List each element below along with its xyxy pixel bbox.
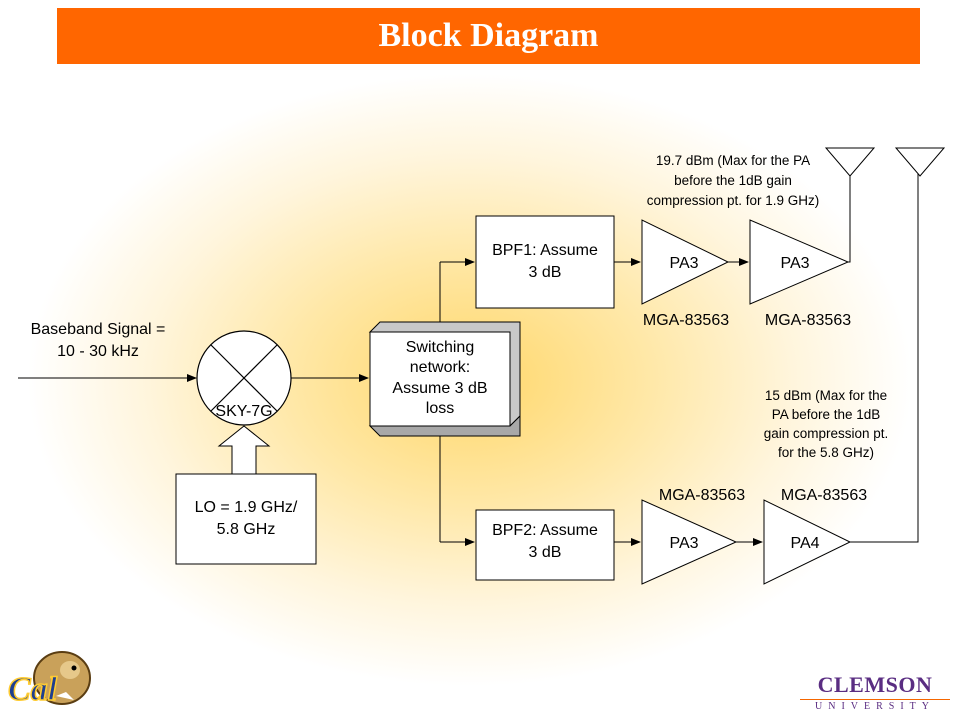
part-bot-1-label: MGA-83563 — [659, 487, 745, 504]
bpf1-box — [475, 215, 615, 309]
pa3-top-2-amplifier — [749, 219, 850, 305]
annotation-top-line2: before the 1dB gain — [674, 173, 792, 188]
pa3-bottom-amplifier — [641, 499, 738, 585]
annotation-top-line3: compression pt. for 1.9 GHz) — [647, 193, 820, 208]
baseband-label-line1: Baseband Signal = — [31, 321, 166, 338]
cal-logo-text: Cal — [8, 671, 58, 708]
bpf2-label-line1: BPF2: Assume — [492, 522, 598, 539]
bpf2-box — [475, 509, 615, 581]
bpf1-label-line2: 3 dB — [529, 264, 562, 281]
annotation-top-line1: 19.7 dBm (Max for the PA — [656, 153, 810, 168]
annotation-bottom-line1: 15 dBm (Max for the — [765, 388, 887, 403]
pa-top-2-label: PA3 — [780, 255, 809, 272]
clemson-name: CLEMSON — [817, 672, 933, 697]
pa-bot-1-label: PA3 — [669, 535, 698, 552]
switch-label-line3: Assume 3 dB — [392, 380, 487, 397]
cal-bear-logo: Cal — [7, 651, 91, 709]
clemson-university: UNIVERSITY — [800, 699, 950, 712]
lo-label-line1: LO = 1.9 GHz/ — [195, 499, 298, 516]
annotation-bottom-line3: gain compression pt. — [764, 426, 889, 441]
lo-label-line2: 5.8 GHz — [217, 521, 276, 538]
switch-label-line2: network: — [410, 359, 470, 376]
bpf1-label-line1: BPF1: Assume — [492, 242, 598, 259]
part-bot-2-label: MGA-83563 — [781, 487, 867, 504]
pa-bot-2-label: PA4 — [790, 535, 819, 552]
switching-network-box — [368, 321, 521, 437]
page-title: Block Diagram — [378, 17, 599, 54]
lo-box — [175, 473, 317, 565]
lo-up-arrow — [217, 425, 271, 475]
switch-label-line1: Switching — [406, 339, 474, 356]
pa-top-1-label: PA3 — [669, 255, 698, 272]
antenna-bottom-icon — [894, 147, 946, 177]
pa4-to-antenna-line — [850, 148, 919, 543]
annotation-bottom-line2: PA before the 1dB — [772, 407, 881, 422]
clemson-logo: CLEMSON UNIVERSITY — [800, 672, 950, 712]
annotation-bottom-line4: for the 5.8 GHz) — [778, 445, 874, 460]
antenna-top-icon — [824, 147, 876, 177]
pa4-bottom-amplifier — [763, 499, 852, 585]
part-top-1-label: MGA-83563 — [643, 312, 729, 329]
mixer-label: SKY-7G — [215, 403, 272, 420]
pa3-top-to-antenna-line — [848, 148, 851, 263]
title-bar: Block Diagram — [57, 8, 920, 64]
switch-label-line4: loss — [426, 400, 454, 417]
baseband-label-line2: 10 - 30 kHz — [57, 343, 139, 360]
pa3-top-1-amplifier — [641, 219, 730, 305]
part-top-2-label: MGA-83563 — [765, 312, 851, 329]
mixer-sky7g — [196, 330, 292, 426]
bpf2-label-line2: 3 dB — [529, 544, 562, 561]
